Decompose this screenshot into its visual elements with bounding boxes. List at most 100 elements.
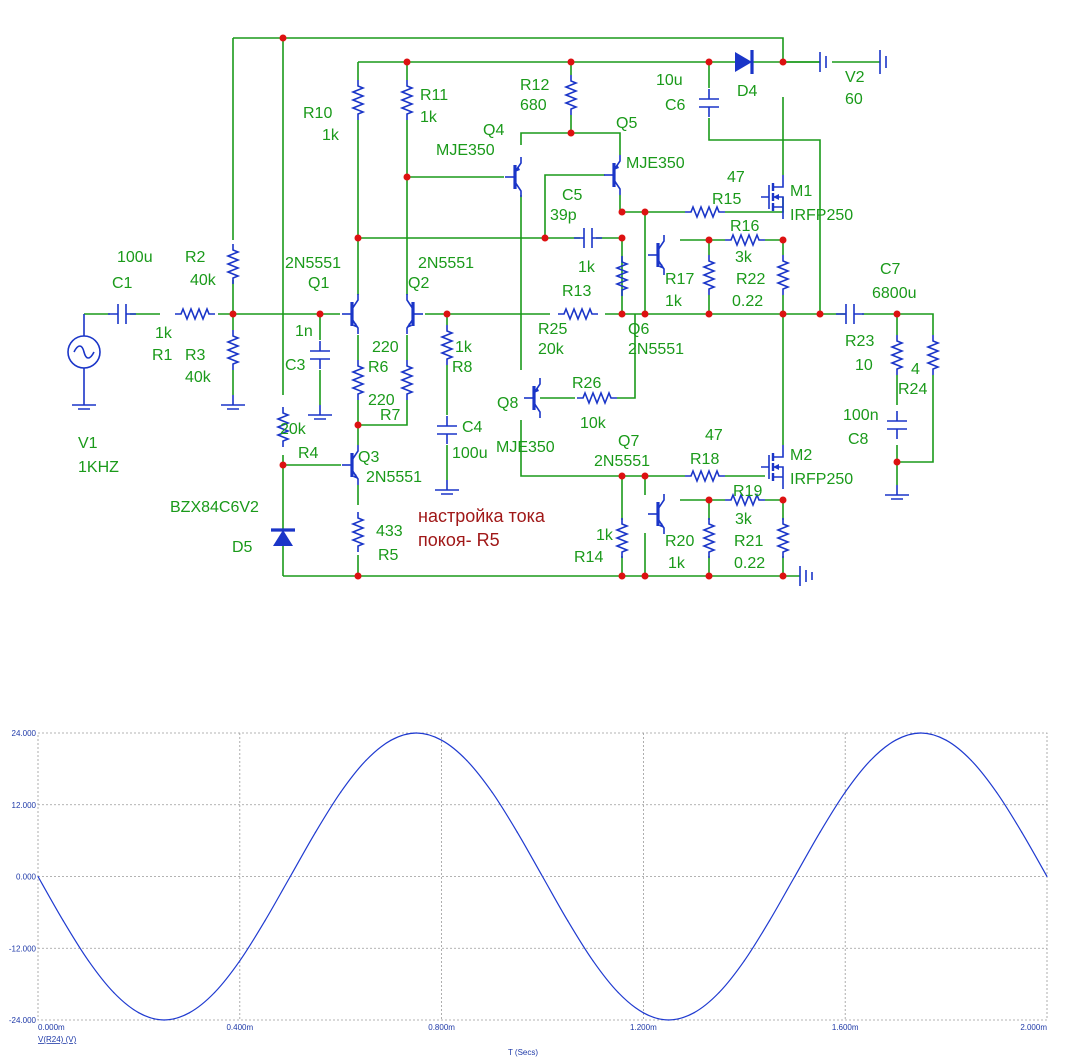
series-point xyxy=(264,920,266,922)
label-Q6-ref: Q6 xyxy=(628,321,649,338)
label-C1-value: 100u xyxy=(117,249,153,266)
label-V1-value: 1KHZ xyxy=(78,459,119,476)
x-tick-label: 2.000m xyxy=(1020,1023,1047,1032)
label-R13-ref: R13 xyxy=(562,283,591,300)
series-point xyxy=(213,991,216,994)
label-C5-ref: C5 xyxy=(562,187,583,204)
y-axis-label: V(R24) (V) xyxy=(38,1035,77,1044)
label-R1-value: 1k xyxy=(155,325,173,342)
label-Q7-ref: Q7 xyxy=(618,433,639,450)
label-R26-value: 10k xyxy=(580,415,607,432)
series-point xyxy=(768,920,771,922)
label-C3-ref: C3 xyxy=(285,357,306,374)
label-R7-ref: R7 xyxy=(380,407,401,424)
label-R16-value: 3k xyxy=(735,249,753,266)
label-R1-ref: R1 xyxy=(152,347,173,364)
label-R25-ref: R25 xyxy=(538,321,567,338)
label-D5-value: BZX84C6V2 xyxy=(170,499,259,516)
series-point xyxy=(743,960,745,962)
label-R14-ref: R14 xyxy=(574,549,603,566)
label-R14-value: 1k xyxy=(596,527,614,544)
label-R13-value: 1k xyxy=(578,259,596,276)
series-point xyxy=(37,875,39,878)
series-point xyxy=(945,739,947,741)
label-R23-value: 10 xyxy=(855,357,873,374)
label-C1-ref: C1 xyxy=(112,275,133,292)
label-R20-value: 1k xyxy=(668,555,686,572)
label-R11-value: 1k xyxy=(420,109,438,126)
series-point xyxy=(617,991,619,994)
x-tick-label: 0.400m xyxy=(226,1023,253,1032)
series-point xyxy=(1046,875,1048,878)
label-R3-ref: R3 xyxy=(185,347,206,364)
note-line-2: покоя- R5 xyxy=(418,530,500,550)
label-M1-ref: M1 xyxy=(790,183,812,200)
label-R25-value: 20k xyxy=(538,341,565,358)
series-point xyxy=(844,791,846,793)
series-points xyxy=(37,732,1048,1021)
series-point xyxy=(642,1012,645,1014)
series-point xyxy=(163,1019,165,1021)
label-C7-ref: C7 xyxy=(880,261,901,278)
label-R5-ref: R5 xyxy=(378,547,399,564)
label-R23-ref: R23 xyxy=(845,333,874,350)
label-R26-ref: R26 xyxy=(572,375,601,392)
label-R21-ref: R21 xyxy=(734,533,763,550)
label-R19-ref: R19 xyxy=(733,483,762,500)
y-tick-label: 24.000 xyxy=(12,729,37,738)
label-Q1-ref: Q1 xyxy=(308,275,329,292)
label-Q5-ref: Q5 xyxy=(616,115,637,132)
label-R4-ref: R4 xyxy=(298,445,319,462)
x-tick-label: 1.200m xyxy=(630,1023,657,1032)
label-Q7-value: 2N5551 xyxy=(594,453,650,470)
label-R8-ref: R8 xyxy=(452,359,473,376)
y-tick-label: -12.000 xyxy=(9,944,37,953)
label-Q8-value: MJE350 xyxy=(496,439,555,456)
schematic: V1 1KHZ 100u C1 1k R1 R2 40k R3 40k Q1 2… xyxy=(67,34,939,586)
label-Q1-value: 2N5551 xyxy=(285,255,341,272)
label-M2-value: IRFP250 xyxy=(790,471,853,488)
series-point xyxy=(314,831,317,833)
label-R12-ref: R12 xyxy=(520,77,549,94)
label-R22-value: 0.22 xyxy=(732,293,763,310)
label-R18-ref: R18 xyxy=(690,451,719,468)
label-Q4-ref: Q4 xyxy=(483,122,504,139)
label-C8-value: 100n xyxy=(843,407,879,424)
y-tick-label: -24.000 xyxy=(9,1016,37,1025)
series-point xyxy=(289,875,291,878)
series-point xyxy=(895,739,897,741)
series-point xyxy=(541,875,544,878)
series-point xyxy=(491,791,493,793)
x-axis-label: T (Secs) xyxy=(508,1048,538,1057)
label-R6-ref: R6 xyxy=(368,359,389,376)
series-point xyxy=(62,920,64,922)
series-point xyxy=(138,1012,140,1014)
series-point xyxy=(390,739,392,741)
label-R24-ref: R24 xyxy=(898,381,927,398)
junction-dots xyxy=(229,34,901,580)
label-R2-value: 40k xyxy=(190,272,217,289)
label-Q3-ref: Q3 xyxy=(358,449,379,466)
label-V1-ref: V1 xyxy=(78,435,98,452)
label-C8-ref: C8 xyxy=(848,431,869,448)
label-R21-value: 0.22 xyxy=(734,555,765,572)
component-labels: V1 1KHZ 100u C1 1k R1 R2 40k R3 40k Q1 2… xyxy=(78,69,927,572)
label-R12-value: 680 xyxy=(520,97,547,114)
label-Q3-value: 2N5551 xyxy=(366,469,422,486)
label-C6-ref: C6 xyxy=(665,97,686,114)
label-R2-ref: R2 xyxy=(185,249,206,266)
series-point xyxy=(188,1012,190,1014)
label-R5-value: 433 xyxy=(376,523,403,540)
series-point xyxy=(668,1019,670,1021)
series-point xyxy=(693,1012,695,1014)
label-R4-value: 20k xyxy=(280,421,307,438)
label-R19-value: 3k xyxy=(735,511,753,528)
label-R3-value: 40k xyxy=(185,369,212,386)
label-M2-ref: M2 xyxy=(790,447,812,464)
label-R10-value: 1k xyxy=(322,127,340,144)
series-point xyxy=(441,739,443,741)
label-D5-ref: D5 xyxy=(232,539,253,556)
label-R24-value: 4 xyxy=(911,361,920,378)
y-tick-label: 0.000 xyxy=(16,873,37,882)
